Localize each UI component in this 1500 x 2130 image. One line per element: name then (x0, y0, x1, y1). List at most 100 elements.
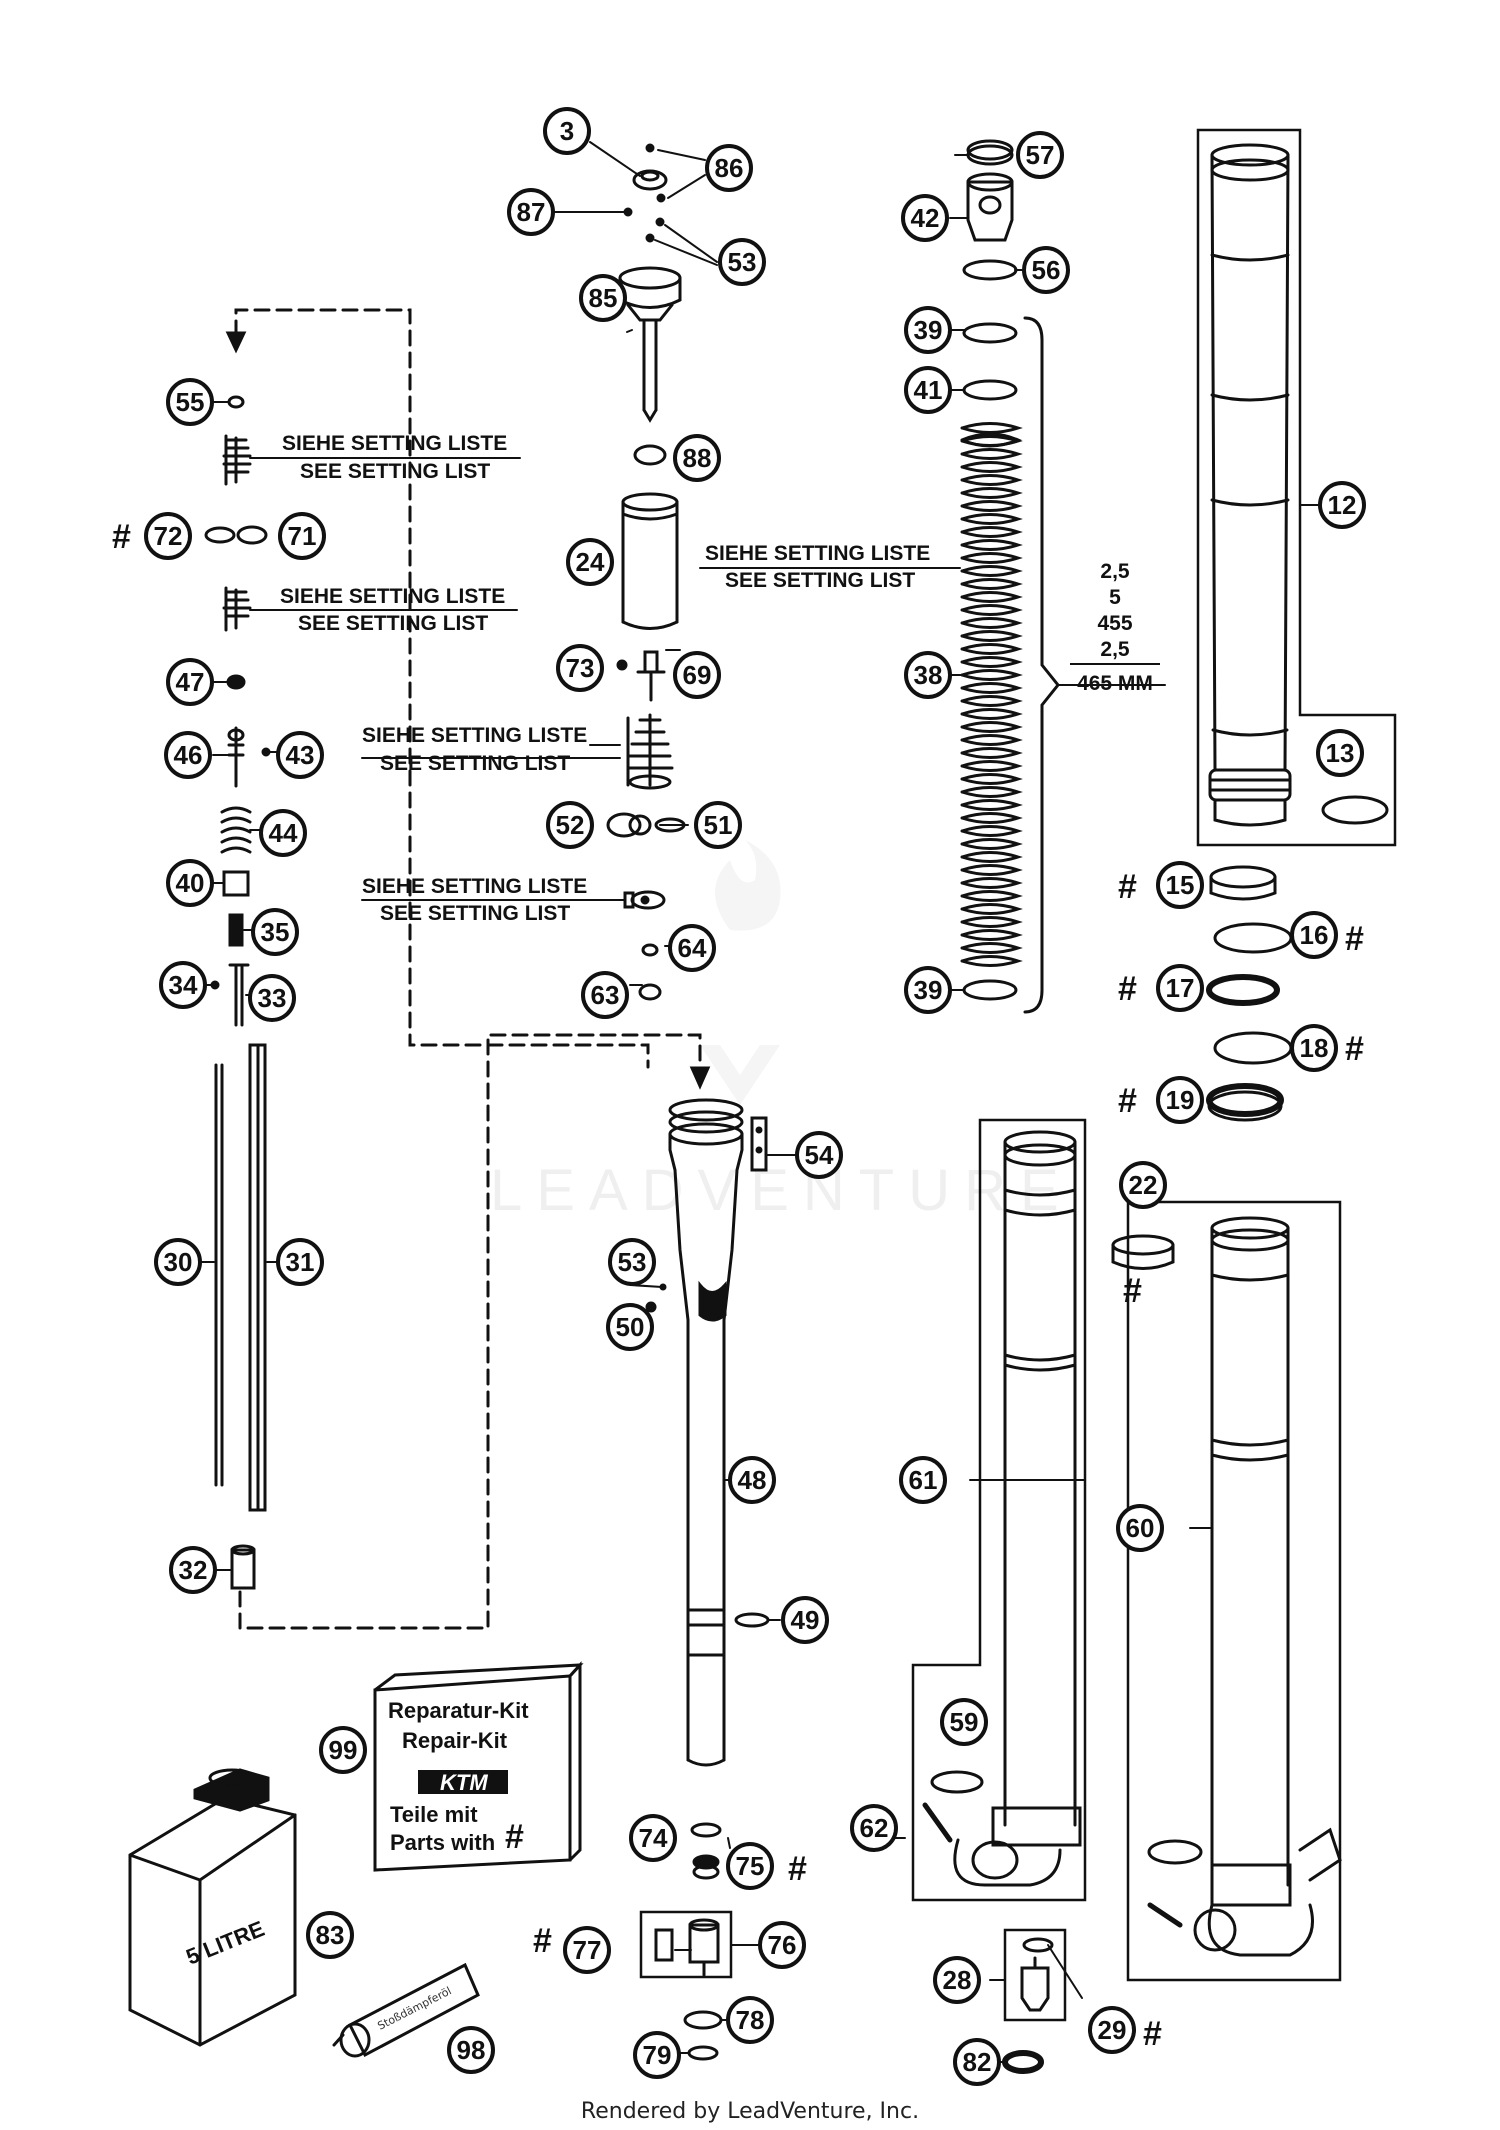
callout-number: 33 (258, 983, 287, 1013)
callout-number: 54 (805, 1140, 834, 1170)
callout-circle (953, 2038, 1001, 2086)
callout-41: 41 (904, 366, 952, 414)
callout-19: 19 (1156, 1076, 1204, 1124)
callout-number: 98 (457, 2035, 486, 2065)
callout-88: 88 (673, 434, 721, 482)
callout-35: 35 (251, 908, 299, 956)
spring-coil (960, 695, 1023, 707)
callout-circle (507, 188, 555, 236)
callout-number: 53 (728, 247, 757, 277)
cartridge-tube (621, 492, 679, 630)
callout-75: 75 (726, 1842, 774, 1890)
callout-number: 28 (943, 1965, 972, 1995)
bushing-22 (1111, 1234, 1175, 1270)
callout-76: 76 (758, 1921, 806, 1969)
spring-spec-line: 2,5 (1100, 560, 1130, 583)
setting-note-en: SEE SETTING LIST (300, 460, 490, 483)
setting-notes: SIEHE SETTING LISTE SEE SETTING LIST SIE… (280, 432, 930, 925)
leader-lines-misc (629, 649, 1006, 2063)
callout-circle (718, 238, 766, 286)
kit-label: Parts with (390, 1830, 495, 1855)
spring-coil (960, 448, 1023, 460)
callout-number: 19 (1166, 1085, 1195, 1115)
callout-53: 53 (608, 1238, 656, 1286)
spring-coil (960, 474, 1023, 486)
callout-circle (795, 1131, 843, 1179)
callout-number: 62 (860, 1813, 889, 1843)
callout-circle (901, 194, 949, 242)
spring-coil (960, 513, 1023, 525)
callout-circle (726, 1996, 774, 2044)
callout-number: 64 (678, 933, 707, 963)
callout-62: 62 (850, 1804, 898, 1852)
setting-note-en: SEE SETTING LIST (298, 612, 488, 635)
callout-number: 61 (909, 1465, 938, 1495)
callout-circle (1156, 1076, 1204, 1124)
callout-circle (728, 1456, 776, 1504)
footer-credit: Rendered by LeadVenture, Inc. (581, 2099, 919, 2124)
callout-number: 79 (643, 2040, 672, 2070)
setting-note-en: SEE SETTING LIST (380, 902, 570, 925)
washer-79 (687, 2045, 719, 2061)
spring-coil (960, 682, 1023, 694)
kit-hash: # (505, 1818, 524, 1856)
valve-bolt-69 (616, 650, 666, 702)
callout-circle (1290, 911, 1338, 959)
spring-coil (960, 461, 1023, 473)
callout-24: 24 (566, 538, 614, 586)
callout-circle (629, 1814, 677, 1862)
callout-circle (319, 1726, 367, 1774)
washer-64-63 (623, 890, 666, 1001)
callout-number: 87 (517, 197, 546, 227)
fork-leg-61 (911, 1118, 1087, 1902)
spring-coil (960, 890, 1023, 902)
callout-52: 52 (546, 801, 594, 849)
callout-number: 75 (736, 1851, 765, 1881)
callout-number: 3 (560, 116, 574, 146)
hash-mark: # (1143, 2015, 1162, 2053)
callout-number: 77 (573, 1935, 602, 1965)
callout-number: 22 (1129, 1170, 1158, 1200)
spring-coil (960, 773, 1023, 785)
callout-number: 72 (154, 521, 183, 551)
callout-number: 55 (176, 387, 205, 417)
callout-circle (579, 274, 627, 322)
callout-99: 99 (319, 1726, 367, 1774)
callout-69: 69 (673, 651, 721, 699)
callout-49: 49 (781, 1596, 829, 1644)
callout-number: 88 (683, 443, 712, 473)
callout-number: 30 (164, 1247, 193, 1277)
callout-29: 29 (1088, 2006, 1136, 2054)
callout-circle (566, 538, 614, 586)
callout-circle (899, 1456, 947, 1504)
spring-coil (960, 851, 1023, 863)
callout-circle (166, 378, 214, 426)
callout-circle (850, 1804, 898, 1852)
clamp-54 (750, 1116, 799, 1172)
spring-coil (960, 552, 1023, 564)
spring-coil (960, 825, 1023, 837)
callout-72: 72 (144, 512, 192, 560)
callout-28: 28 (933, 1956, 981, 2004)
damper-cartridge-48 (629, 1098, 781, 1767)
spring-coil (960, 656, 1023, 668)
hash-mark: # (1123, 1272, 1142, 1310)
callout-circle (251, 908, 299, 956)
callout-48: 48 (728, 1456, 776, 1504)
callout-circle (447, 2026, 495, 2074)
callout-circle (154, 1238, 202, 1286)
spring-coil (960, 578, 1023, 590)
callout-circle (904, 366, 952, 414)
spring-coil (960, 734, 1023, 746)
setting-note-de: SIEHE SETTING LISTE (282, 432, 507, 455)
spring-coil (960, 747, 1023, 759)
callout-circle (608, 1238, 656, 1286)
outer-tube-12 (1196, 128, 1397, 847)
callout-circle (904, 966, 952, 1014)
callout-15: 15 (1156, 861, 1204, 909)
callout-circle (673, 651, 721, 699)
callout-circle (581, 971, 629, 1019)
callout-circle (164, 731, 212, 779)
setting-note-en: SEE SETTING LIST (380, 752, 570, 775)
callout-43: 43 (276, 731, 324, 779)
